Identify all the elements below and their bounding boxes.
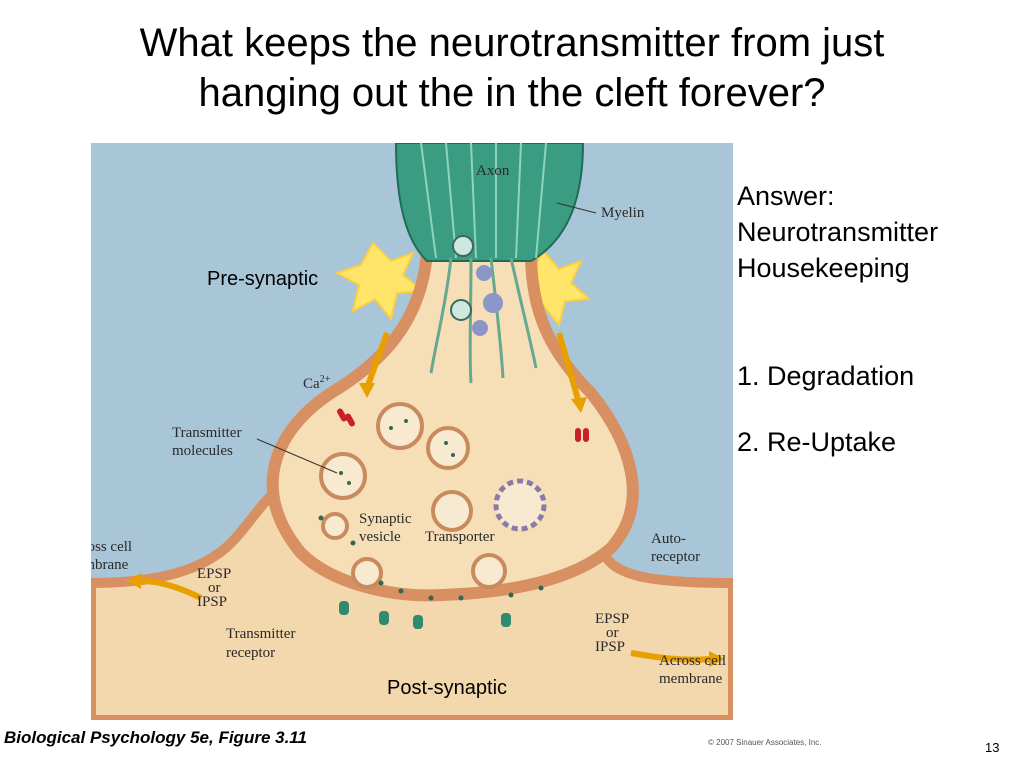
- calcium-channels: [337, 408, 589, 442]
- or-right-label: or: [606, 625, 619, 641]
- synaptic-vesicles: [319, 235, 547, 532]
- answer-item-reuptake: 2. Re-Uptake: [737, 427, 897, 457]
- transmitter-leader: [256, 438, 338, 474]
- axon-label: Axon: [476, 163, 510, 179]
- answer-list: 1. Degradation 2. Re-Uptake: [737, 358, 914, 490]
- ipsp-right-label: IPSP: [595, 639, 625, 655]
- autoreceptor-label-1: Auto-: [651, 531, 686, 547]
- answer-item-degradation: 1. Degradation: [737, 361, 915, 391]
- synaptic-vesicle-label-1: Synaptic: [359, 511, 412, 527]
- microtubules: [429, 257, 538, 384]
- arrow-heads: [127, 383, 725, 667]
- answer-line-2: Neurotransmitter: [737, 217, 939, 247]
- myelin-sheath: [394, 143, 585, 262]
- epsp-left-label: EPSP: [197, 566, 231, 582]
- post-synaptic-label: Post-synaptic: [387, 677, 507, 699]
- across-membrane-right-label-1: Across cell: [659, 653, 726, 669]
- page-number: 13: [985, 740, 1000, 755]
- or-left-label: or: [208, 580, 221, 596]
- transmitter-receptor-label-2: receptor: [226, 645, 275, 661]
- across-membrane-left-label-1: Across cell: [91, 539, 132, 555]
- myelin-stripes: [420, 143, 547, 259]
- pre-synaptic-label: Pre-synaptic: [207, 268, 318, 290]
- transmitter-receptor-label-1: Transmitter: [226, 626, 295, 642]
- myelin-label: Myelin: [601, 205, 645, 221]
- copyright-notice: © 2007 Sinauer Associates, Inc.: [708, 738, 822, 747]
- synaptic-vesicle-label-2: vesicle: [359, 529, 401, 545]
- calcium-symbol: Ca: [303, 376, 320, 392]
- transmitter-molecules-label-1: Transmitter: [172, 425, 241, 441]
- epsp-right-label: EPSP: [595, 611, 629, 627]
- slide-title: What keeps the neurotransmitter from jus…: [0, 18, 1024, 118]
- transmitter-molecules: [318, 419, 544, 601]
- ion-flow-arrows: [140, 331, 712, 663]
- docked-vesicles: [321, 512, 507, 589]
- answer-line-3: Housekeeping: [737, 253, 910, 283]
- across-membrane-right-label-2: membrane: [659, 671, 723, 687]
- synapse-illustration: Axon Myelin Pre-synaptic Ca2+ Transmitte…: [91, 143, 733, 720]
- calcium-charge: 2+: [320, 374, 331, 385]
- transmitter-receptors: [339, 601, 511, 629]
- across-membrane-left-label-2: membrane: [91, 557, 129, 573]
- ipsp-left-label: IPSP: [197, 594, 227, 610]
- answer-block: Answer: Neurotransmitter Housekeeping: [737, 178, 938, 286]
- myelin-leader: [556, 202, 597, 214]
- answer-heading: Answer:: [737, 181, 835, 211]
- synapse-figure: Axon Myelin Pre-synaptic Ca2+ Transmitte…: [91, 143, 733, 720]
- title-line-1: What keeps the neurotransmitter from jus…: [139, 21, 885, 65]
- transmitter-molecules-label-2: molecules: [172, 443, 233, 459]
- figure-caption: Biological Psychology 5e, Figure 3.11: [4, 728, 307, 747]
- calcium-label: Ca2+: [303, 374, 331, 392]
- transporter-label: Transporter: [425, 529, 494, 545]
- autoreceptor-label-2: receptor: [651, 549, 700, 565]
- title-line-2: hanging out the in the cleft forever?: [198, 71, 826, 115]
